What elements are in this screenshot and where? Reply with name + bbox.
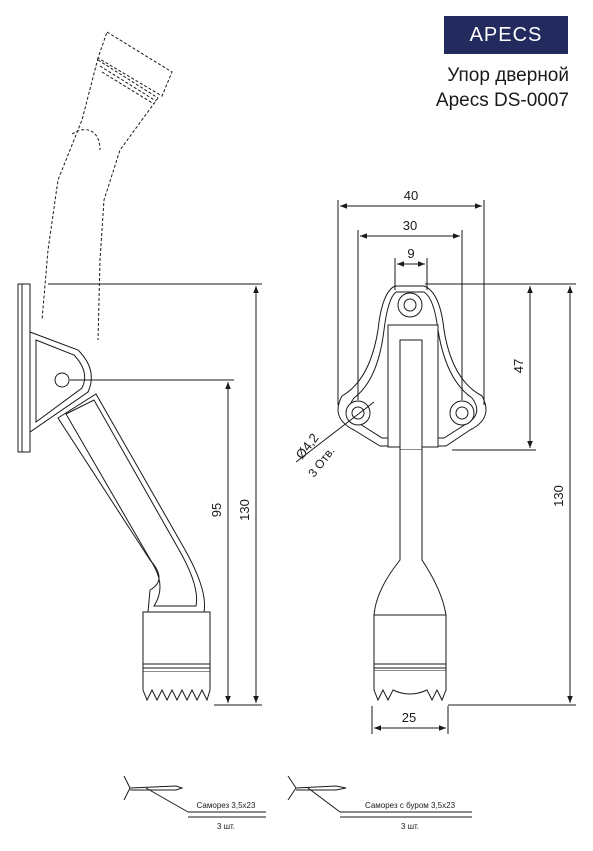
front-dim-30: 30 xyxy=(403,218,417,233)
arm xyxy=(57,393,206,613)
raised-position-outline xyxy=(41,31,173,341)
front-dim-9: 9 xyxy=(407,246,414,261)
hole-top xyxy=(397,292,423,318)
brand-logo: APECS xyxy=(444,16,568,54)
foot-teeth xyxy=(142,672,211,702)
front-arm xyxy=(373,450,447,616)
front-dim-25: 25 xyxy=(402,710,416,725)
fastener-2-qty: 3 шт. xyxy=(401,822,419,831)
side-dim-130: 130 xyxy=(237,499,252,521)
front-dim-47: 47 xyxy=(511,359,526,373)
fastener-1 xyxy=(123,775,266,818)
hole-leader xyxy=(295,401,375,463)
screw-2-icon xyxy=(287,775,347,801)
pivot-hole xyxy=(54,372,70,388)
product-title: Упор дверной xyxy=(447,65,569,86)
product-model: Apecs DS-0007 xyxy=(435,90,569,111)
rubber-foot xyxy=(142,611,211,673)
fastener-1-name: Саморез 3,5х23 xyxy=(197,801,256,810)
front-foot-teeth xyxy=(373,671,447,702)
hole-right xyxy=(449,400,475,426)
brand-logo-text: APECS xyxy=(469,23,543,46)
side-dim-95: 95 xyxy=(209,503,224,517)
fastener-2-name: Саморез с буром 3,5х23 xyxy=(365,801,456,810)
front-foot xyxy=(373,614,447,672)
front-view xyxy=(295,200,576,734)
front-dim-40: 40 xyxy=(404,188,418,203)
fastener-2 xyxy=(287,775,472,818)
screw-1-icon xyxy=(123,775,184,801)
wall-plate xyxy=(17,283,31,453)
side-view xyxy=(17,31,262,706)
front-dim-130: 130 xyxy=(551,485,566,507)
fastener-1-qty: 3 шт. xyxy=(217,822,235,831)
